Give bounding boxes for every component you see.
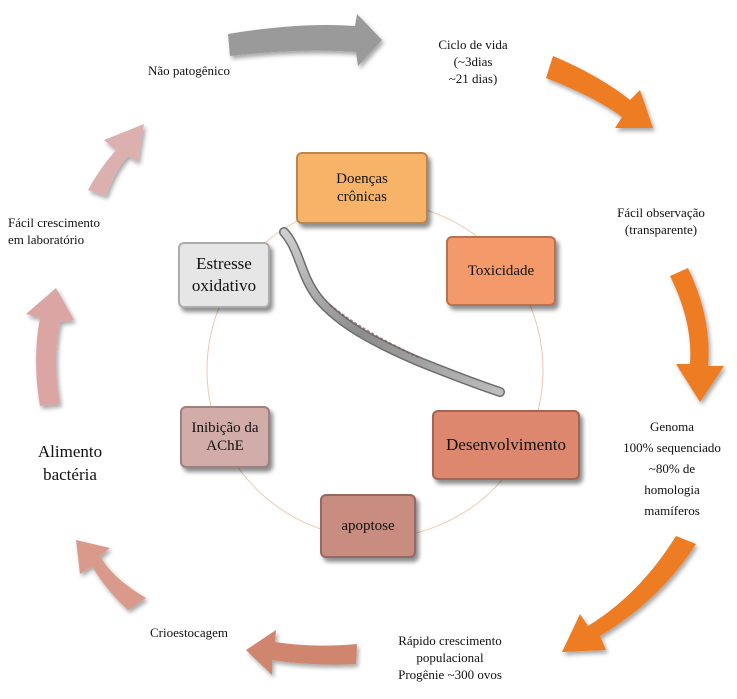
box-desenvolvimento: Desenvolvimento <box>432 410 580 480</box>
label-line: Ciclo de vida <box>438 37 508 52</box>
label-line: Progênie ~300 ovos <box>398 667 502 682</box>
box-line: Inibição da <box>191 420 259 436</box>
label-line: Alimento <box>37 442 103 461</box>
label-genoma: Genoma 100% sequenciado ~80% de homologi… <box>612 416 732 521</box>
box-line: Estresse <box>196 254 252 273</box>
cycle-arrow-3 <box>670 268 724 402</box>
cycle-arrow-4 <box>562 536 696 652</box>
cycle-arrow-1 <box>228 14 382 66</box>
label-line: ~80% de <box>648 461 696 476</box>
label-facil-observacao: Fácil observação (transparente) <box>596 204 726 238</box>
label-line: homologia <box>644 482 700 497</box>
box-inibicao-ache: Inibição da AChE <box>180 406 270 468</box>
label-line: populacional <box>416 650 484 665</box>
label-nao-patogenico: Não patogênico <box>148 62 230 79</box>
box-toxicidade: Toxicidade <box>446 236 556 306</box>
box-line: Toxicidade <box>467 263 535 279</box>
box-line: oxidativo <box>191 276 257 295</box>
box-apoptose: apoptose <box>320 494 416 558</box>
label-line: (~3dias <box>453 54 493 69</box>
cycle-arrow-7 <box>26 288 74 406</box>
box-line: AChE <box>206 438 244 454</box>
label-line: em laboratório <box>8 232 85 247</box>
box-estresse-oxidativo: Estresse oxidativo <box>178 242 270 308</box>
label-crioestocagem: Crioestocagem <box>150 624 228 641</box>
label-line: Rápido crescimento <box>398 633 502 648</box>
label-facil-crescimento: Fácil crescimento em laboratório <box>8 214 100 248</box>
cycle-arrow-5 <box>246 630 357 675</box>
box-line: Desenvolvimento <box>446 435 566 454</box>
label-line: Fácil crescimento <box>8 215 101 230</box>
label-line: mamíferos <box>644 503 700 518</box>
label-line: Fácil observação <box>617 205 705 220</box>
label-line: Não patogênico <box>148 63 230 78</box>
label-line: Genoma <box>649 419 695 434</box>
box-doencas-cronicas: Doenças crônicas <box>296 152 428 224</box>
label-rapido-crescimento: Rápido crescimento populacional Progênie… <box>380 632 520 683</box>
cycle-arrow-6 <box>76 540 146 610</box>
label-line: 100% sequenciado <box>623 440 721 455</box>
label-line: bactéria <box>43 465 97 484</box>
box-line: Doenças <box>336 171 388 187</box>
label-line: Crioestocagem <box>150 625 228 640</box>
label-line: (transparente) <box>624 222 698 237</box>
label-alimento-bacteria: Alimento bactéria <box>10 440 130 486</box>
cycle-arrow-2 <box>546 56 653 128</box>
box-line: crônicas <box>337 189 387 205</box>
box-line: apoptose <box>341 518 395 534</box>
worm-image <box>279 227 505 397</box>
cycle-arrow-8 <box>88 124 144 196</box>
label-ciclo-de-vida: Ciclo de vida (~3dias ~21 dias) <box>408 36 538 87</box>
label-line: ~21 dias) <box>448 71 498 86</box>
